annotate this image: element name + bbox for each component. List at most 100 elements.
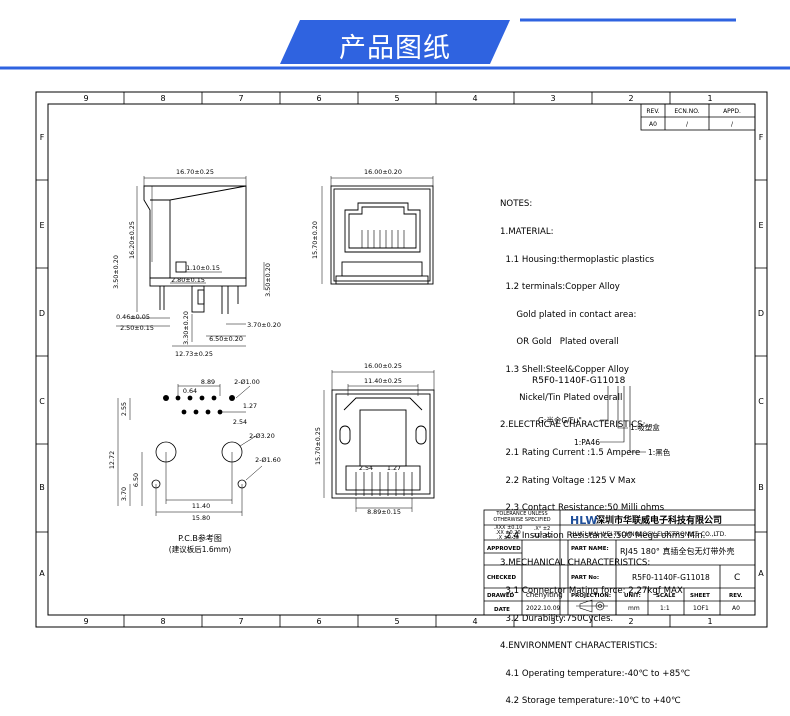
row-label: C: [39, 397, 45, 406]
col-label: 7: [238, 617, 243, 626]
tol-title: TOLERANCE UNLESS: [495, 511, 547, 517]
rev-value: A0: [732, 605, 740, 612]
scale-value: 1:1: [660, 605, 670, 612]
dim-label: 3.50±0.20: [112, 255, 120, 289]
dim-label: 0.64: [183, 387, 197, 395]
part-code: R5F0-1140F-G11018: [532, 376, 626, 386]
notes-line: 1.MATERIAL:: [500, 227, 554, 238]
dim-label: 6.50: [132, 473, 140, 487]
page-title: 产品图纸: [339, 33, 451, 64]
dim-label: 2.50±0.15: [120, 324, 154, 332]
notes-line: 2.1 Rating Current :1.5 Ampere: [500, 447, 641, 458]
notes-line: 1.3 Shell:Steel&Copper Alloy: [500, 365, 629, 376]
dim-label: 2-Ø1.00: [234, 378, 260, 386]
ecn-header: ECN.NO.: [674, 108, 699, 115]
company-logo: HLW: [570, 514, 598, 527]
date-label: DATE: [494, 607, 510, 613]
part-no-value: R5F0-1140F-G11018: [632, 573, 710, 582]
unit-label: UNIT:: [624, 593, 641, 599]
drawed-label: DRAWED: [487, 593, 515, 599]
dim-label: 15.70±0.25: [314, 427, 322, 465]
dim-label: 0.46±0.05: [116, 313, 150, 321]
col-label: 4: [472, 617, 477, 626]
notes-line: 2.4 Insulation Resistance:500 Mega ohms …: [500, 530, 706, 541]
row-label: F: [40, 133, 45, 142]
side-view: [116, 176, 265, 347]
notes-line: 1.2 terminals:Copper Alloy: [500, 282, 620, 293]
row-label: B: [758, 483, 764, 492]
notes-line: 4.ENVIRONMENT CHARACTERISTICS:: [500, 641, 658, 652]
approved-label: APPROVED: [487, 546, 521, 552]
revision-table: REV. ECN.NO. APPD. A0 / /: [640, 103, 756, 131]
notes-line: 2.3 Contact Resistance:50 Milli ohms: [500, 503, 665, 514]
row-label: E: [39, 221, 44, 230]
title-block: TOLERANCE UNLESS OTHERWISE SPECIFIED .XX…: [483, 509, 756, 616]
col-label: 2: [628, 617, 633, 626]
part-name-label: PART NAME:: [571, 546, 609, 552]
dim-label: 3.30±0.20: [182, 311, 190, 345]
col-label: 9: [83, 94, 88, 103]
part-code-plating: G:半金G/Fu": [538, 415, 582, 425]
projection-label: PROJECTION:: [571, 593, 611, 599]
tol-value: .XXX ±0.10: [494, 525, 523, 531]
col-label: 2: [628, 94, 633, 103]
col-label: 6: [316, 94, 321, 103]
rev-header: REV.: [646, 108, 659, 115]
pcb-caption: P.C.B参考图: [178, 533, 222, 543]
dim-label: 2.54: [233, 418, 247, 426]
notes-line: 4.2 Storage temperature:-10℃ to +40℃: [500, 696, 681, 707]
drawing-sheet: 9 8 7 6 5 4 3 2 1 9 8 7 6 5 4 3 2 1 F E …: [35, 91, 768, 628]
dim-label: 3.70: [120, 487, 128, 501]
dim-label: 1.27: [243, 402, 257, 410]
dim-label: 2.80±0.15: [171, 276, 205, 284]
col-label: 8: [160, 617, 165, 626]
notes-line: 1.1 Housing:thermoplastic plastics: [500, 254, 655, 265]
rev-label: REV.: [729, 593, 743, 599]
part-code-material: 1:PA46: [574, 438, 600, 447]
technical-notes: NOTES: 1.MATERIAL: 1.1 Housing:thermopla…: [500, 182, 705, 716]
part-code-package: 1:吸塑盒: [630, 422, 660, 432]
col-label: 3: [550, 94, 555, 103]
notes-line: 3.2 Durability:750Cycles.: [500, 613, 614, 624]
drawed-value: chenyiting: [526, 591, 563, 599]
dim-label: 11.40: [192, 502, 210, 510]
notes-line: 4.1 Operating temperature:-40℃ to +85℃: [500, 668, 691, 679]
dim-label: 16.20±0.25: [128, 221, 136, 259]
part-code-color: 1:黑色: [648, 447, 671, 457]
dim-label: 16.00±0.25: [364, 362, 402, 370]
appd-header: APPD.: [723, 108, 741, 115]
dim-label: 2.54: [359, 464, 373, 472]
col-label: 8: [160, 94, 165, 103]
col-label: 1: [707, 94, 712, 103]
col-label: 3: [550, 617, 555, 626]
col-label: 6: [316, 617, 321, 626]
header-bar: [0, 18, 790, 70]
notes-line: Nickel/Tin Plated overall: [500, 392, 623, 403]
company-name-cn: 深圳市华联威电子科技有限公司: [596, 514, 722, 526]
dim-label: 6.50±0.20: [209, 335, 243, 343]
dim-label: 12.72: [108, 451, 116, 469]
dim-label: 16.00±0.20: [364, 168, 402, 176]
part-code-breakdown: R5F0-1140F-G11018 G:半金G/Fu" 1:吸塑盒 1:PA46…: [532, 376, 671, 457]
ecn-value: /: [686, 121, 689, 128]
rev-value: A0: [649, 121, 657, 128]
row-label: A: [39, 569, 45, 578]
notes-line: NOTES:: [500, 199, 533, 210]
dim-label: 11.40±0.25: [364, 377, 402, 385]
col-label: 5: [394, 617, 399, 626]
col-label: 1: [707, 617, 712, 626]
projection-symbol-icon: [576, 599, 608, 613]
dim-label: 15.70±0.20: [311, 221, 319, 259]
unit-value: mm: [628, 605, 640, 612]
pcb-view: [117, 384, 263, 516]
dim-label: 1.10±0.15: [186, 264, 220, 272]
notes-line: OR Gold Plated overall: [500, 337, 619, 348]
row-label: D: [758, 309, 764, 318]
scale-label: SCALE: [656, 593, 676, 599]
checked-label: CHECKED: [487, 575, 516, 581]
tol-value: .X° ±2: [534, 526, 550, 532]
part-no-label: PART No:: [571, 575, 599, 581]
notes-line: 2.2 Rating Voltage :125 V Max: [500, 475, 636, 486]
row-label: A: [758, 569, 764, 578]
tol-value: .XX° ±2: [532, 533, 552, 539]
